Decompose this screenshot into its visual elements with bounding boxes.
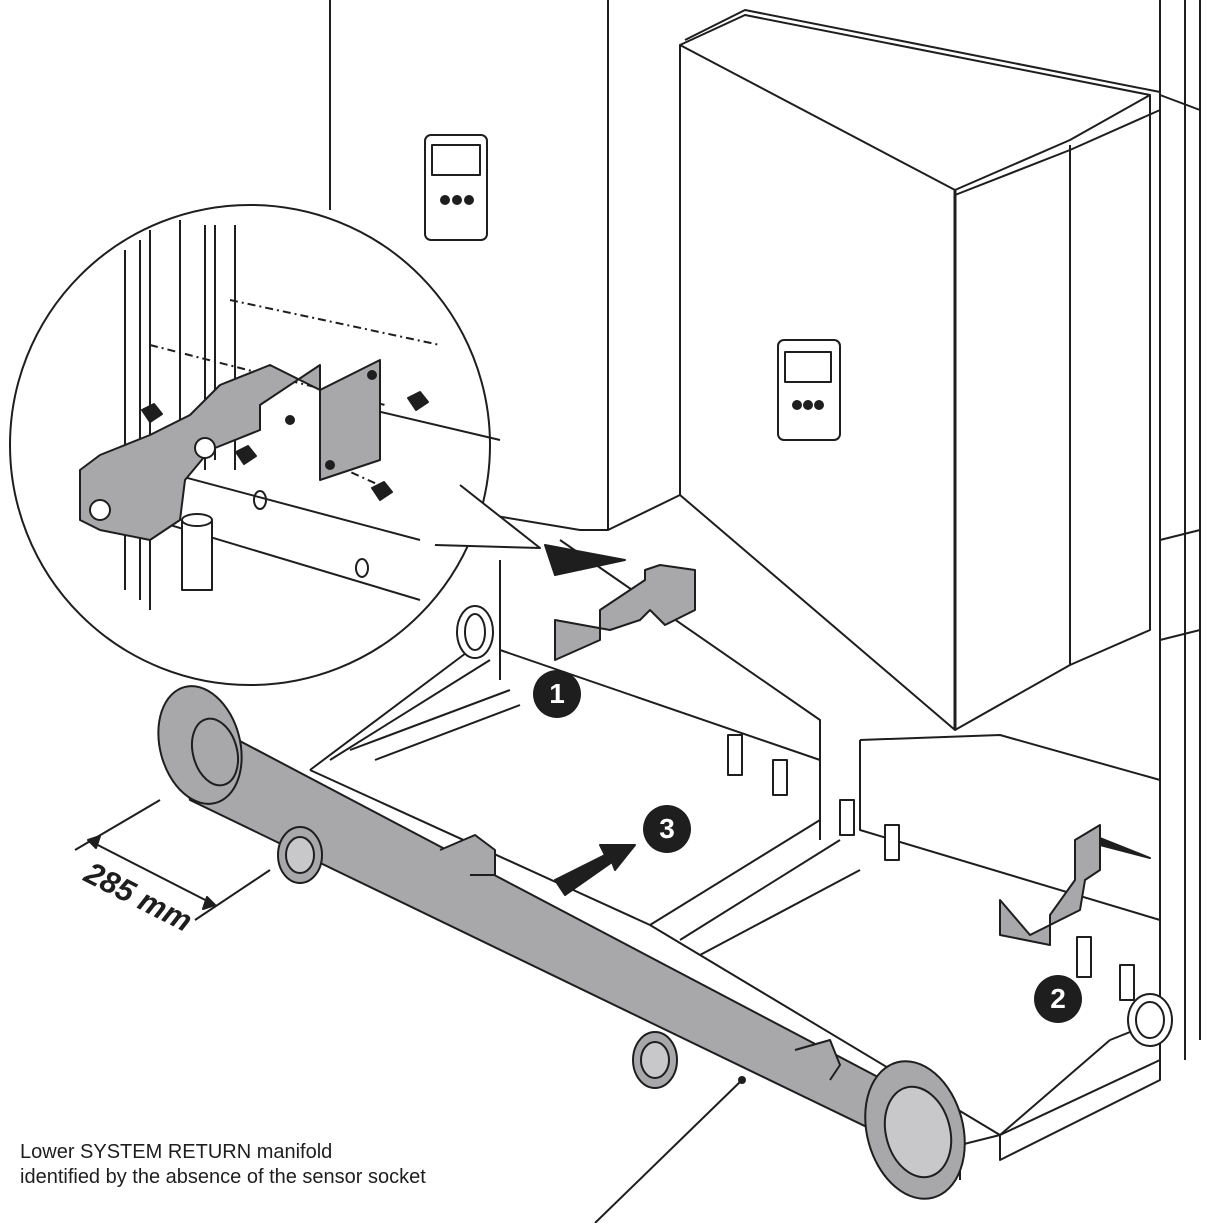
- caption-leader-line: [594, 1079, 743, 1223]
- bracket-2: [999, 824, 1101, 946]
- install-direction-arrow: [554, 844, 636, 896]
- detail-inset: [9, 204, 541, 686]
- callout-3: 3: [643, 805, 691, 853]
- manifold-caption: Lower SYSTEM RETURN manifold identified …: [20, 1140, 426, 1190]
- stub-pipes: [727, 734, 1135, 1001]
- caption-line-2: identified by the absence of the sensor …: [20, 1166, 426, 1188]
- bracket-arrow-1: [544, 544, 626, 576]
- bolt-icon: [407, 391, 429, 411]
- bracket-arrow-2: [1099, 837, 1151, 859]
- bolt-icon: [141, 403, 163, 423]
- caption-line-1: Lower SYSTEM RETURN manifold: [20, 1141, 333, 1163]
- system-return-manifold: [157, 685, 966, 1200]
- bolt-icon: [235, 445, 257, 465]
- inset-bracket: [79, 359, 381, 541]
- callout-2: 2: [1034, 975, 1082, 1023]
- bolt-icon: [371, 481, 393, 501]
- right-pipe-connection: [456, 605, 1173, 1047]
- bracket-1: [554, 564, 696, 661]
- front-boiler-cabinet: [679, 9, 1161, 731]
- frame-post-right: [1159, 0, 1201, 1060]
- dimension-lines: [74, 799, 271, 921]
- rear-boiler-cabinet: [329, 0, 681, 531]
- callout-1: 1: [533, 670, 581, 718]
